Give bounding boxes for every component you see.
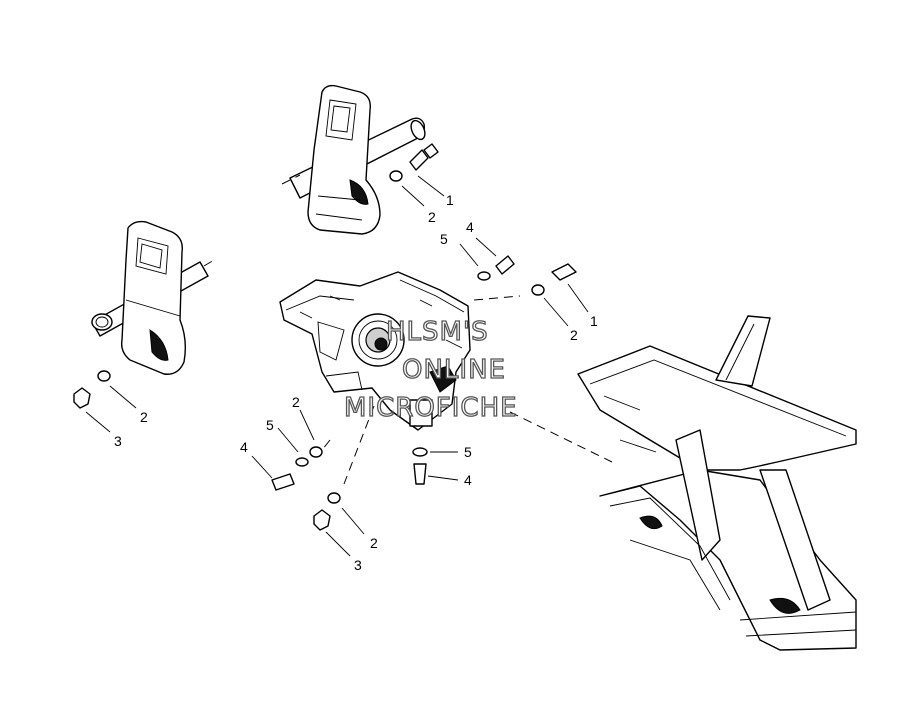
bolt-part-1-right (551, 263, 577, 281)
callout-label: 1 (446, 192, 454, 208)
washer-part-2-upper (389, 170, 403, 182)
callout-label: 4 (240, 439, 248, 455)
watermark: HLSM'S ONLINE MICROFICHE (343, 316, 518, 423)
watermark-line-2: ONLINE (402, 355, 506, 385)
watermark-line-3: MICROFICHE (344, 393, 518, 423)
callout-label: 2 (292, 394, 300, 410)
washer-part-2-right (531, 284, 545, 296)
watermark-line-1: HLSM'S (386, 317, 489, 347)
washer-part-2-bottom (327, 492, 341, 504)
vehicle-frame (509, 315, 857, 651)
bolt-part-4-lower (271, 473, 295, 491)
callout-label: 3 (114, 433, 122, 449)
washer-part-5-lower (295, 457, 309, 467)
fasteners (73, 143, 577, 531)
callout-label: 2 (570, 327, 578, 343)
callout-label: 5 (464, 444, 472, 460)
bolt-part-4-right (413, 463, 427, 485)
callout-label: 5 (266, 417, 274, 433)
left-mount-bracket (91, 220, 215, 375)
washer-part-2-lower (309, 446, 323, 458)
callout-label: 4 (464, 472, 472, 488)
washer-part-5-right (412, 447, 428, 457)
bolt-part-1-upper (409, 143, 439, 171)
callout-labels: 1 2 4 5 2 1 2 3 2 5 4 5 4 2 3 (114, 192, 598, 573)
callout-label: 4 (466, 219, 474, 235)
leader-lines (85, 175, 589, 557)
callout-label: 5 (440, 231, 448, 247)
callout-label: 2 (428, 209, 436, 225)
washer-part-5-upper (477, 271, 491, 281)
callout-label: 1 (590, 313, 598, 329)
nut-part-3-left (73, 387, 91, 409)
washer-part-2-left (97, 370, 111, 382)
callout-label: 2 (370, 535, 378, 551)
nut-part-3-bottom (313, 509, 331, 531)
bolt-part-4-upper (495, 255, 515, 275)
gearcase-assembly (279, 271, 471, 431)
callout-label: 2 (140, 409, 148, 425)
upper-mount-bracket (281, 84, 426, 235)
callout-label: 3 (354, 557, 362, 573)
